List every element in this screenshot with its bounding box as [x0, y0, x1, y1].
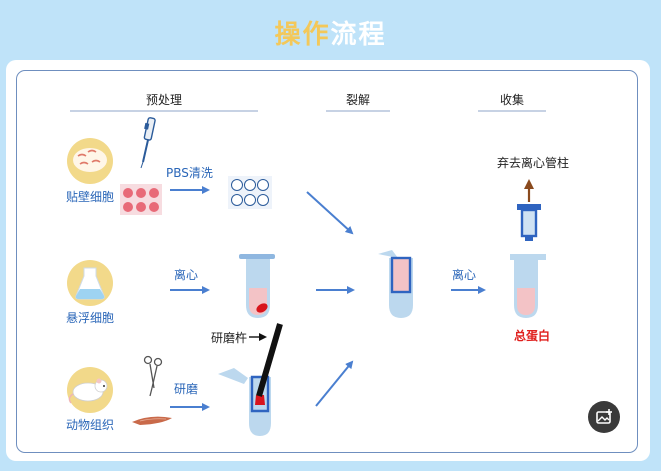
well-plate-icon: [228, 176, 272, 209]
content-card: [6, 60, 650, 461]
header-lysis: 裂解: [345, 93, 370, 107]
diagram-frame: [16, 70, 638, 453]
scissors-icon: [143, 355, 163, 397]
step-pbs-wash-label: PBS清洗: [166, 166, 213, 180]
collection-tube-icon: [510, 254, 546, 318]
header-collection: 收集: [499, 93, 524, 107]
image-add-button[interactable]: [588, 401, 620, 433]
total-protein-label: 总蛋白: [514, 329, 551, 343]
flask-icon: [67, 260, 113, 306]
arrow-to-lysis-top: [306, 191, 354, 235]
page-title: 操作流程: [274, 20, 387, 50]
petri-dish-icon: [67, 138, 113, 184]
step-centrifuge-2-label: 离心: [452, 268, 477, 282]
tube-icon: [239, 254, 275, 318]
sample-tissue-label: 动物组织: [66, 418, 115, 432]
spin-column-icon: [378, 250, 413, 318]
discarded-column-icon: [517, 204, 541, 241]
image-add-icon: [596, 409, 612, 424]
pestle-label: 研磨杵: [211, 331, 248, 345]
sample-suspension-label: 悬浮细胞: [66, 311, 115, 325]
step-grind-label: 研磨: [174, 382, 199, 396]
tissue-icon: [132, 416, 172, 425]
grinding-tube-icon: [218, 368, 271, 436]
pestle-icon: [256, 323, 283, 397]
discard-column-label: 弃去离心管柱: [497, 156, 570, 170]
pipette-icon: [140, 117, 156, 169]
mouse-icon: [67, 367, 113, 413]
well-plate-red-icon: [120, 184, 162, 215]
step-centrifuge-1-label: 离心: [174, 268, 199, 282]
arrow-to-lysis-bottom: [315, 360, 354, 407]
header-pretreatment: 预处理: [145, 93, 182, 107]
sample-adherent-label: 贴壁细胞: [66, 190, 115, 204]
